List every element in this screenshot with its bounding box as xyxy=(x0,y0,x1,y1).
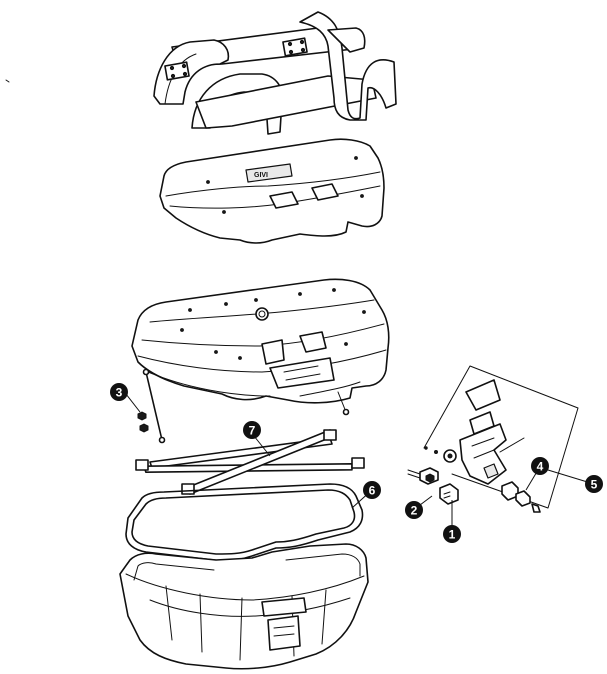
callout-5: 5 xyxy=(585,475,603,493)
part-4-key-cylinder xyxy=(501,481,541,513)
callout-7-label: 7 xyxy=(249,424,256,438)
part-3-strap-and-screws xyxy=(137,368,350,444)
callout-2-label: 2 xyxy=(411,504,418,518)
callout-2: 2 xyxy=(405,501,423,519)
callout-3: 3 xyxy=(110,383,128,401)
top-case-lid xyxy=(131,278,390,404)
part-5-lock-assembly xyxy=(423,365,579,509)
callout-1: 1 xyxy=(443,525,461,543)
lid-cover: GIVI xyxy=(159,138,385,244)
svg-text:GIVI: GIVI xyxy=(254,172,268,179)
part-2-pins xyxy=(407,467,439,485)
part-1-latch xyxy=(439,483,459,505)
callout-5-label: 5 xyxy=(591,478,598,492)
callout-4: 4 xyxy=(531,457,549,475)
stray-mark xyxy=(5,79,10,83)
callout-3-label: 3 xyxy=(116,386,123,400)
part-7-support-rods xyxy=(135,429,365,495)
callout-6-label: 6 xyxy=(369,484,376,498)
top-rack-handles xyxy=(153,11,397,135)
base-case xyxy=(119,543,369,670)
callout-4-label: 4 xyxy=(537,460,544,474)
callout-6: 6 xyxy=(363,481,381,499)
callout-1-label: 1 xyxy=(449,528,456,542)
callout-7: 7 xyxy=(243,421,261,439)
